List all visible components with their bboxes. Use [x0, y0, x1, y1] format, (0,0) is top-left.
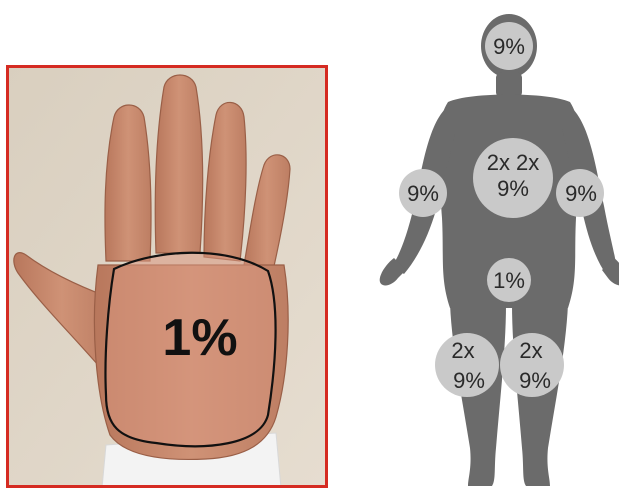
- genital-label: 1%: [493, 268, 525, 293]
- right-leg-label-line1: 2x: [519, 338, 542, 363]
- body-rule-of-nines-panel: 9% 2x 2x 9% 9% 9% 1% 2x 9% 2x 9%: [370, 8, 619, 491]
- hand-palm-panel: 1%: [6, 65, 328, 488]
- left-leg-label-line1: 2x: [451, 338, 474, 363]
- right-leg-label-line2: 9%: [519, 368, 551, 393]
- body-silhouette: [380, 14, 619, 486]
- torso-label-line2: 9%: [497, 176, 529, 201]
- torso-label-line1: 2x 2x: [487, 150, 540, 175]
- left-arm-label: 9%: [407, 181, 439, 206]
- palm-percent-label: 1%: [162, 309, 237, 367]
- left-leg-label-line2: 9%: [453, 368, 485, 393]
- right-arm-label: 9%: [565, 181, 597, 206]
- head-label: 9%: [493, 34, 525, 59]
